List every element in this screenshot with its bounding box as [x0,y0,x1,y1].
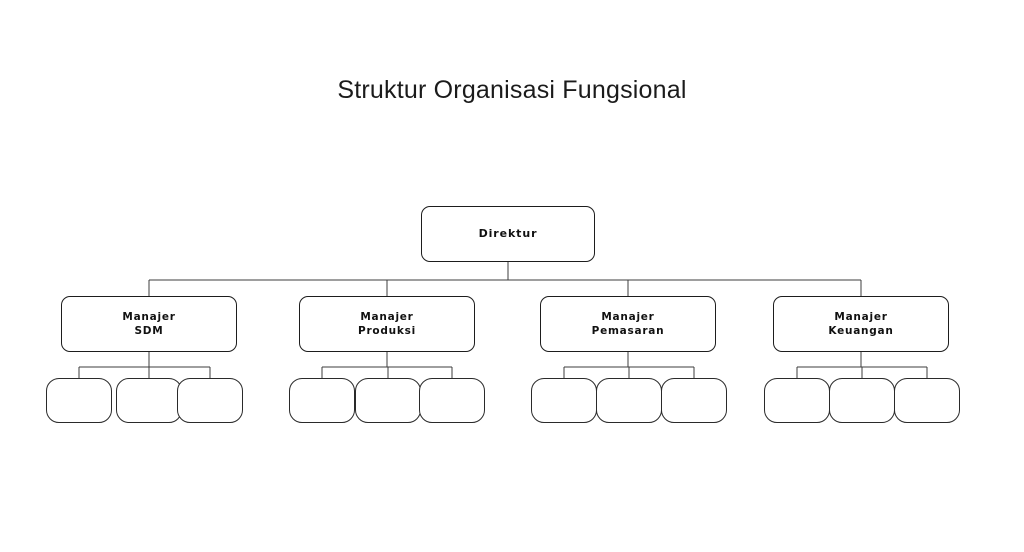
node-staff-2-1[interactable] [289,378,355,423]
node-manager-label: Manajer SDM [122,310,176,337]
node-manager-3[interactable]: Manajer Pemasaran [540,296,716,352]
node-manager-4[interactable]: Manajer Keuangan [773,296,949,352]
node-manager-label: Manajer Produksi [358,310,416,337]
node-direktur-label: Direktur [478,226,538,240]
node-staff-4-3[interactable] [894,378,960,423]
node-staff-3-2[interactable] [596,378,662,423]
node-staff-3-3[interactable] [661,378,727,423]
node-staff-1-2[interactable] [116,378,182,423]
node-staff-2-3[interactable] [419,378,485,423]
node-staff-2-2[interactable] [355,378,421,423]
node-staff-1-1[interactable] [46,378,112,423]
node-manager-1[interactable]: Manajer SDM [61,296,237,352]
node-staff-1-3[interactable] [177,378,243,423]
node-manager-label: Manajer Pemasaran [591,310,665,337]
node-manager-label: Manajer Keuangan [828,310,894,337]
page-title: Struktur Organisasi Fungsional [337,76,687,104]
node-manager-2[interactable]: Manajer Produksi [299,296,475,352]
node-staff-3-1[interactable] [531,378,597,423]
node-staff-4-1[interactable] [764,378,830,423]
node-direktur[interactable]: Direktur [421,206,595,262]
node-staff-4-2[interactable] [829,378,895,423]
